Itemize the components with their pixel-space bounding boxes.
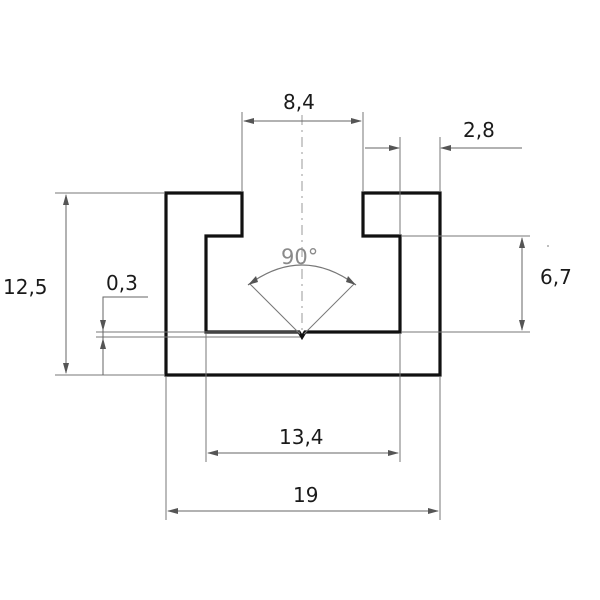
height-arrow-bottom	[63, 363, 69, 374]
v-depth-arrow-bottom	[100, 338, 106, 349]
v-depth-leader	[102, 296, 148, 375]
v-depth-label: 0,3	[106, 271, 138, 295]
inner-height-arrow-bottom	[519, 320, 525, 331]
lip-thickness-label: 2,8	[463, 118, 495, 142]
v-angle-leg-right	[303, 283, 355, 335]
inner-width-arrow-right	[388, 450, 399, 456]
total-width-arrow-right	[428, 508, 439, 514]
v-angle-label: 90°	[281, 245, 318, 269]
total-height-label: 12,5	[3, 275, 48, 299]
lip-arrow-right	[440, 145, 451, 151]
slot-width-arrow-right	[351, 118, 362, 124]
v-depth-arrow-top	[100, 320, 106, 331]
inner-height-label: 6,7	[540, 265, 572, 289]
v-angle-arrow-right	[346, 276, 356, 285]
slot-width-arrow-left	[243, 118, 254, 124]
inner-height-arrow-top	[519, 237, 525, 248]
inner-width-label: 13,4	[279, 425, 324, 449]
v-angle-arrow-left	[248, 276, 258, 285]
slot-width-label: 8,4	[283, 90, 315, 114]
height-arrow-top	[63, 194, 69, 205]
total-width-arrow-left	[167, 508, 178, 514]
v-angle-leg-left	[249, 283, 301, 335]
inner-width-arrow-left	[207, 450, 218, 456]
stray-mark	[547, 245, 549, 247]
t-slot-profile-outline	[164, 191, 442, 377]
v-angle-arc	[247, 264, 357, 286]
total-width-label: 19	[293, 483, 318, 507]
lip-arrow-left	[389, 145, 400, 151]
